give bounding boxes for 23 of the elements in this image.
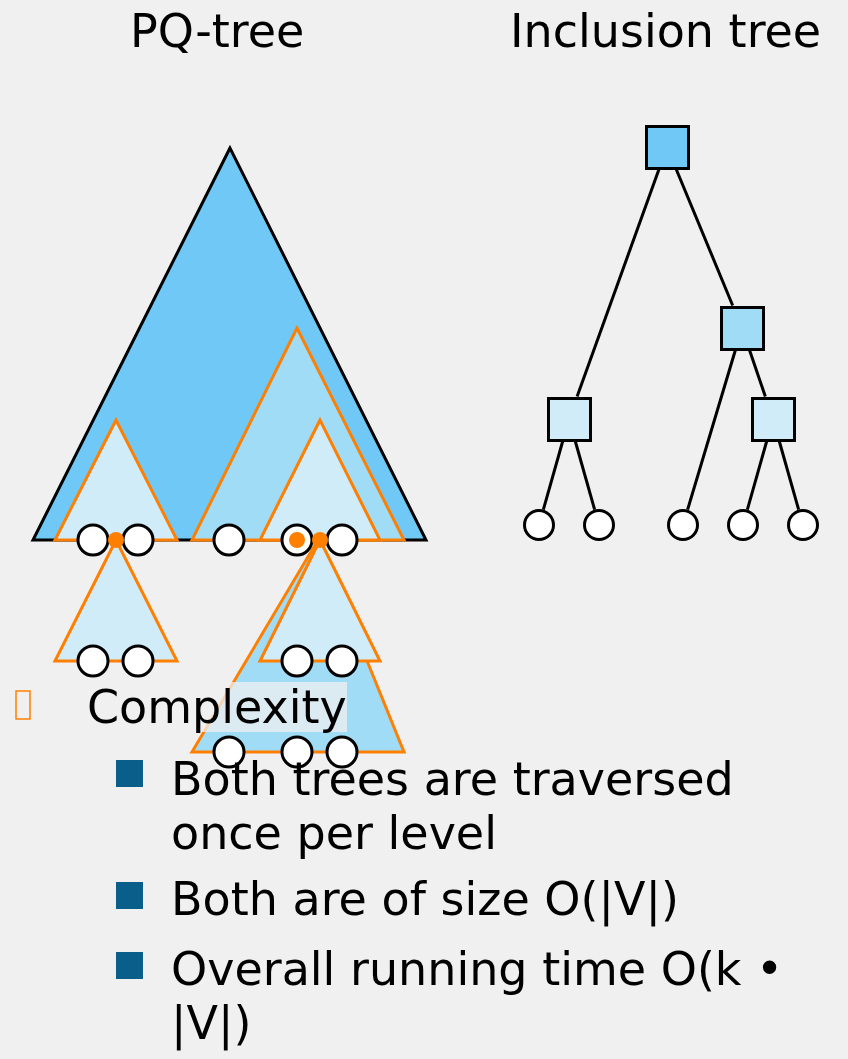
- tree-node-square: [644, 124, 690, 170]
- leaf-node-circle: [583, 509, 615, 541]
- tree-node-square: [546, 396, 592, 442]
- leaf-node-circle: [667, 509, 699, 541]
- tree-edge: [777, 441, 801, 510]
- bullet-heading: Complexity: [87, 682, 347, 732]
- tree-edge: [573, 441, 597, 510]
- tree-edge: [686, 350, 737, 511]
- tree-node-square: [719, 305, 765, 351]
- tree-edge: [541, 441, 565, 510]
- tree-edge: [674, 168, 735, 307]
- tree-edge: [745, 441, 769, 510]
- leaf-node-circle: [787, 509, 819, 541]
- bullet-text: Both trees are traversed once per level: [171, 752, 735, 860]
- tree-edge: [575, 169, 661, 397]
- panel-title: PQ-tree: [130, 3, 305, 60]
- bullet-text: Both are of size O(|V|): [171, 872, 680, 926]
- bullet-text: Overall running time O(k • |V|): [171, 942, 785, 1050]
- tree-node-square: [750, 396, 796, 442]
- tree-edge: [748, 350, 767, 397]
- leaf-node-circle: [727, 509, 759, 541]
- panel-title: Inclusion tree: [510, 3, 822, 60]
- leaf-node-circle: [523, 509, 555, 541]
